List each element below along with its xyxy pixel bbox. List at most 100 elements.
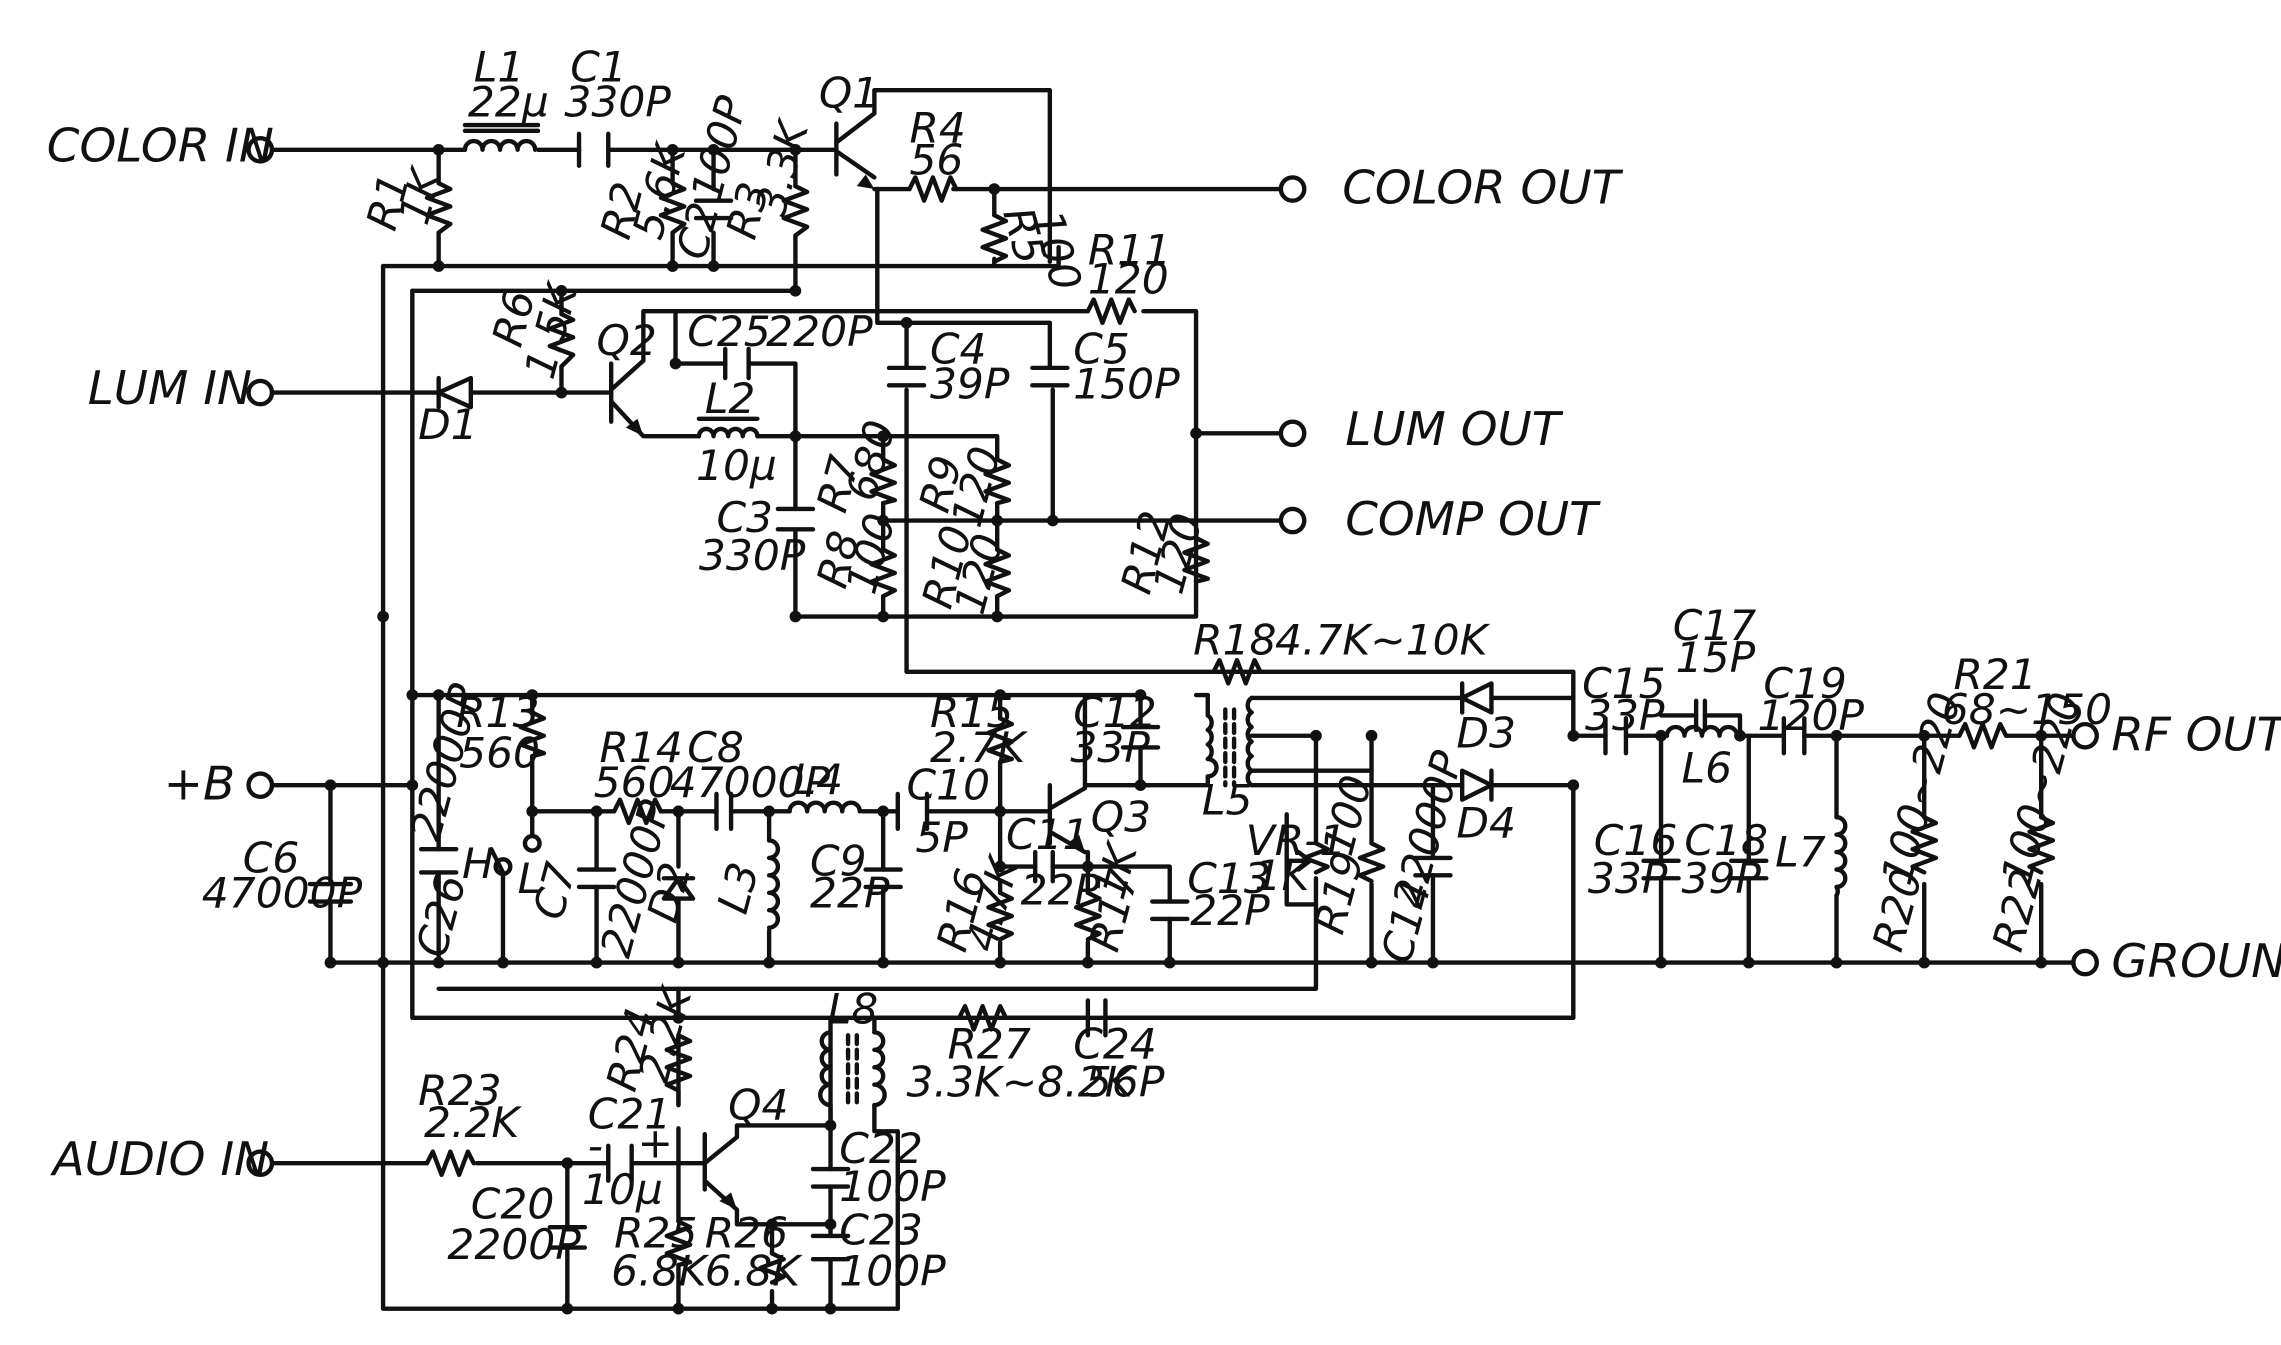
label-color-in: COLOR IN <box>47 120 274 174</box>
val-c9: 22P <box>810 868 890 917</box>
resistor-r10 <box>983 547 1012 599</box>
diode-d2 <box>661 876 696 901</box>
ref-q1: Q1 <box>819 69 879 118</box>
val-c11: 22P <box>1021 866 1101 915</box>
val-r14: 560 <box>594 758 675 807</box>
transformer-l5-core <box>1223 707 1237 788</box>
ref-c23: C23 <box>839 1206 923 1255</box>
ref-l7: L7 <box>1775 828 1826 877</box>
val-r21: 68~150 <box>1942 685 2112 734</box>
ref-r27: R27 <box>947 1020 1030 1069</box>
capacitor-c25 <box>723 346 751 381</box>
ref-q2: Q2 <box>597 316 657 365</box>
transistor-arrows <box>625 174 1085 1210</box>
val-c3: 330P <box>699 531 806 580</box>
inductor-l7 <box>1834 814 1848 898</box>
resistor-r4 <box>907 175 959 203</box>
resistor-r26 <box>758 1251 786 1285</box>
label-lum-in: LUM IN <box>88 362 252 416</box>
resistor-r3 <box>781 183 810 238</box>
val-c24: 56P <box>1085 1057 1165 1106</box>
resistor-r18 <box>1211 657 1263 686</box>
resistor-r24 <box>664 1033 693 1108</box>
diode-d1 <box>436 375 474 410</box>
val-r25: 6.8K <box>611 1246 709 1295</box>
ref-c21: C21 <box>588 1089 672 1138</box>
diode-d4 <box>1459 768 1494 802</box>
capacitor-c10 <box>895 791 930 831</box>
val-r7: 680 <box>837 415 905 505</box>
val-r3: 3.3K <box>746 113 819 220</box>
ref-l3: L3 <box>708 857 769 918</box>
resistor-r14 <box>611 797 664 826</box>
ref-c16: C16 <box>1594 816 1678 865</box>
val-c5: 150P <box>1073 360 1180 409</box>
q2-emitter-arrow <box>625 418 644 437</box>
ref-c20: C20 <box>471 1180 555 1229</box>
val-c13: 22P <box>1190 886 1270 935</box>
ref-c3: C3 <box>716 493 773 542</box>
ref-q3: Q3 <box>1091 793 1151 842</box>
val-c21: 10µ <box>582 1165 663 1214</box>
resistor-r19 <box>1357 841 1386 884</box>
ref-c1: C1 <box>570 43 627 92</box>
val-c17: 15P <box>1676 633 1756 682</box>
inductor-l2 <box>696 416 760 439</box>
resistor-r1 <box>424 181 453 235</box>
val-l1: 22µ <box>468 77 549 126</box>
val-r11: 120 <box>1088 255 1169 304</box>
ref-r18: R18 <box>1193 615 1276 664</box>
ref-r26: R26 <box>705 1209 788 1258</box>
ref-c13: C13 <box>1187 854 1271 903</box>
resistor-r2 <box>658 181 687 235</box>
terminal-audio-in <box>246 1149 275 1178</box>
resistor-r23 <box>424 1149 476 1178</box>
capacitor-c13 <box>1150 899 1190 922</box>
ref-c12: C12 <box>1073 688 1157 737</box>
capacitor-c2 <box>693 198 734 221</box>
val-c10: 5P <box>915 813 968 862</box>
ref-c9: C9 <box>810 836 867 885</box>
terminal-color-out <box>1278 175 1307 203</box>
val-r8: 100 <box>837 508 905 598</box>
ref-r4: R4 <box>909 104 965 153</box>
capacitor-c18 <box>1729 858 1769 881</box>
val-r13: 560 <box>459 729 540 778</box>
val-c23: 100P <box>839 1246 946 1295</box>
ref-c11: C11 <box>1006 810 1090 859</box>
label-audio-in: AUDIO IN <box>50 1133 270 1187</box>
capacitor-c16 <box>1641 858 1681 881</box>
transformer-l5-secondary <box>1245 695 1254 788</box>
potentiometer-vr1-wiper <box>1284 849 1313 872</box>
val-r16: 4.7K <box>957 849 1030 956</box>
ref-l4: L4 <box>793 755 844 804</box>
inductor-l1 <box>462 122 541 152</box>
capacitor-c9 <box>863 867 903 890</box>
val-vr1: 1K <box>1255 851 1313 900</box>
ref-c22: C22 <box>839 1124 923 1173</box>
capacitor-c11 <box>1033 849 1055 884</box>
label-switch-h: H <box>462 839 494 888</box>
ref-r21: R21 <box>1953 650 2036 699</box>
val-r5: 100 <box>1023 205 1091 295</box>
ref-r25: R25 <box>614 1209 697 1258</box>
capacitor-c21 <box>606 1143 634 1183</box>
label-comp-out: COMP OUT <box>1345 493 1601 547</box>
resistor-r9 <box>983 457 1012 506</box>
transformer-l8-primary <box>818 1030 833 1128</box>
switch-h-l <box>489 833 542 877</box>
val-c1: 330P <box>564 77 671 126</box>
ref-c10: C10 <box>907 761 991 810</box>
resistor-r20 <box>1910 814 1939 875</box>
ref-c5: C5 <box>1073 325 1130 374</box>
resistor-r17 <box>1073 890 1102 942</box>
ref-l5: L5 <box>1202 775 1253 824</box>
label-plus-b: +B <box>164 758 235 812</box>
inductor-l6 <box>1664 724 1740 738</box>
resistor-r13 <box>518 710 547 759</box>
terminal-plus-b <box>246 771 275 800</box>
val-c22: 100P <box>839 1162 946 1211</box>
wires <box>269 87 2076 1311</box>
ref-c8: C8 <box>687 723 744 772</box>
resistor-r21 <box>1957 721 2009 750</box>
